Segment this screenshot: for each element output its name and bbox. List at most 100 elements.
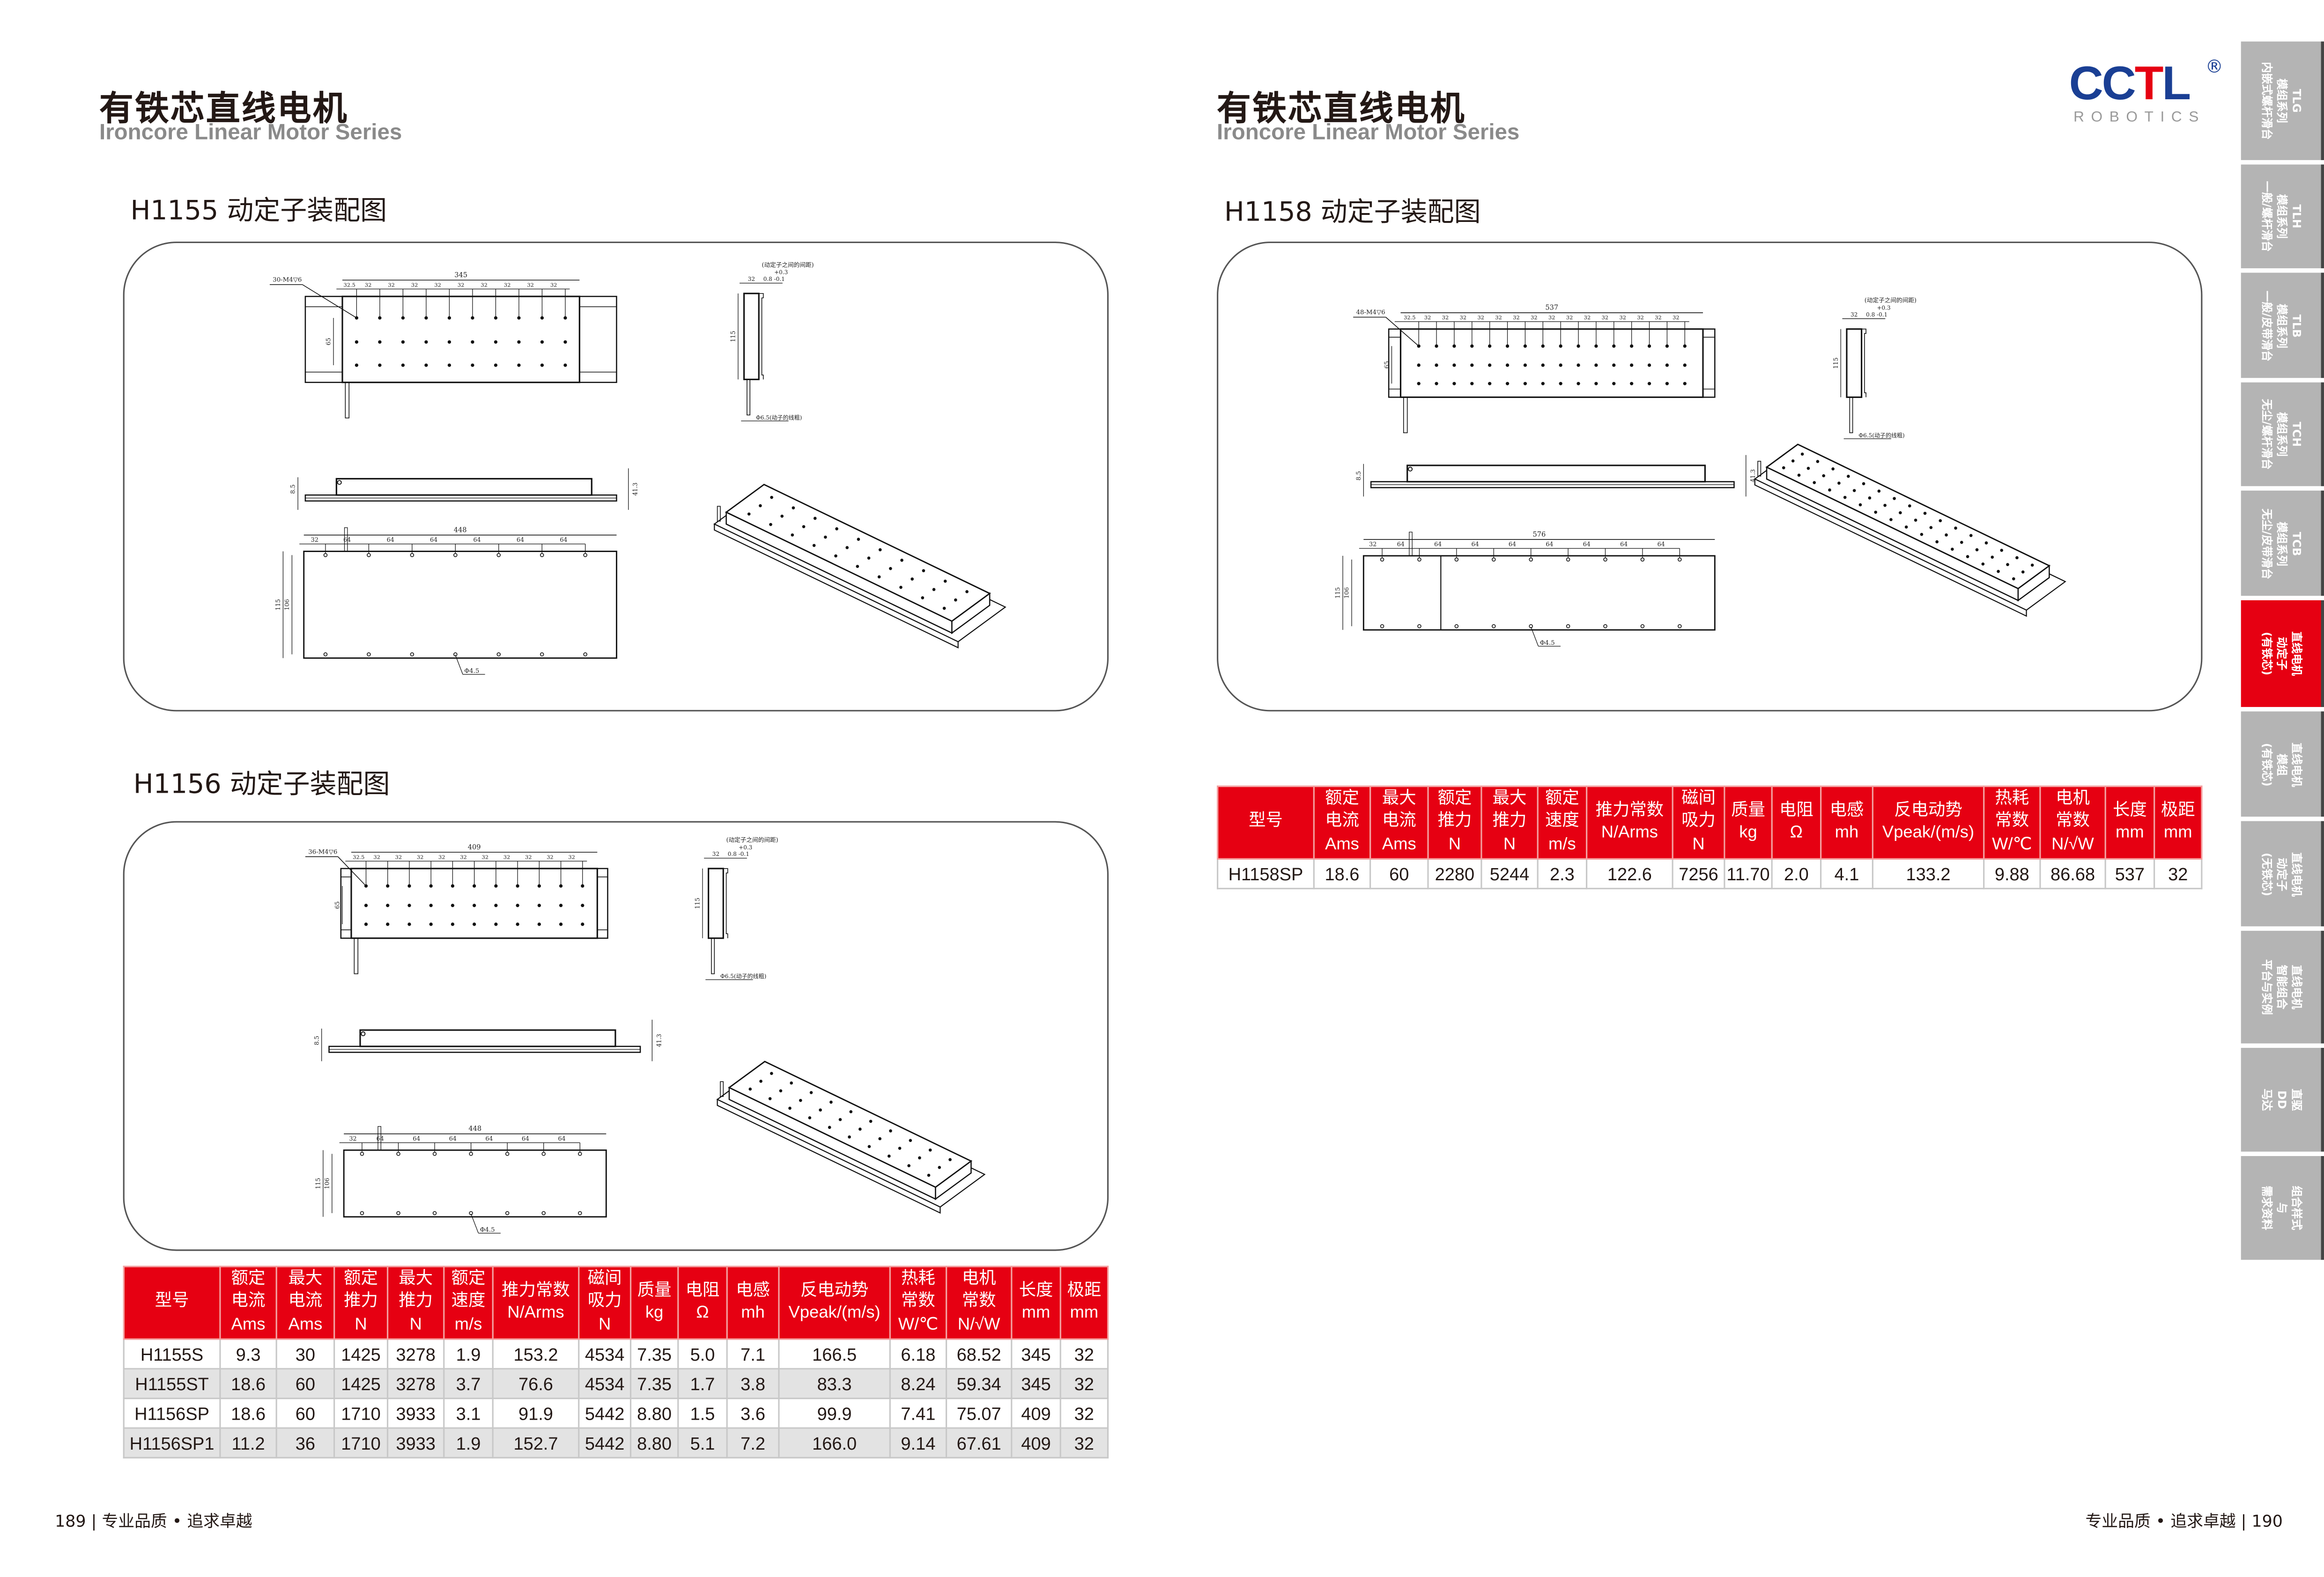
table-cell: 8.80 (629, 1397, 679, 1429)
column-header-line: mh (1835, 824, 1859, 842)
column-header-line: N/√W (2051, 835, 2094, 854)
table-cell: 18.6 (219, 1368, 277, 1400)
side-tab-label: 直线电机智能组合平台与实例 (2259, 959, 2303, 1015)
column-header-line: 吸力 (1681, 812, 1716, 831)
table-cell: 76.6 (492, 1368, 580, 1400)
column-header-line: N (409, 1316, 422, 1334)
footer-separator: | (2241, 1511, 2247, 1531)
column-header-line: kg (1739, 824, 1757, 842)
table-cell: 3278 (386, 1338, 445, 1370)
table-cell: 67.61 (945, 1427, 1013, 1459)
logo-tagline: ROBOTICS (2073, 110, 2206, 126)
drawing-panel-h1158 (1217, 241, 2203, 712)
logo-letter-l: L (2162, 56, 2191, 110)
column-header-line: 吸力 (587, 1293, 622, 1311)
column-header-line: 电流 (288, 1293, 323, 1311)
column-header-line: Ams (231, 1316, 266, 1334)
table-cell: 18.6 (219, 1397, 277, 1429)
column-header-line: 电机 (2056, 789, 2090, 808)
drawing-panel-h1156 (123, 821, 1109, 1251)
column-header-line: 速度 (1545, 812, 1579, 831)
column-header-line: m/s (1548, 835, 1576, 854)
column-header-line: mm (2163, 824, 2192, 842)
table-cell: 60 (1369, 858, 1429, 890)
table-cell: 1425 (333, 1368, 389, 1400)
table-cell: 7.35 (629, 1368, 679, 1400)
side-tab[interactable]: 组合样式与需求资料 (2241, 1156, 2324, 1260)
table-cell: 3.1 (443, 1397, 494, 1429)
table-cell: 1710 (333, 1397, 389, 1429)
table-cell: 1.7 (677, 1368, 728, 1400)
side-tab-label-line: 直驱 (2290, 1088, 2303, 1111)
side-tab-label: 直线电机动定子(无铁芯) (2259, 852, 2303, 896)
section-heading-h1156: H1156 动定子装配图 (133, 769, 390, 801)
table-cell: 60 (275, 1368, 335, 1400)
registered-mark: ® (2205, 56, 2223, 77)
column-header-line: 最大 (399, 1269, 433, 1288)
column-header-line: 电流 (1382, 812, 1416, 831)
side-tab-label-line: 组合样式 (2290, 1186, 2303, 1231)
column-header-line: mm (1070, 1304, 1099, 1322)
cctl-robotics-logo: CCTL ® ROBOTICS (2069, 56, 2232, 131)
column-header-line: mh (741, 1304, 765, 1322)
column-header-line: 常数 (1995, 812, 2029, 831)
side-tab[interactable]: 直线电机模组(有铁芯) (2241, 711, 2324, 817)
column-header: 电感 mh (1820, 785, 1873, 860)
side-tab-label-line: 需求资料 (2260, 1186, 2274, 1231)
table-cell: 537 (2104, 858, 2155, 890)
footer-slogan: 专业品质 • 追求卓越 (102, 1511, 252, 1531)
table-cell: 3278 (386, 1368, 445, 1400)
section-heading-h1155: H1155 动定子装配图 (130, 195, 387, 227)
column-header-line: N/Arms (507, 1304, 564, 1322)
side-tab-label-line: 直线电机 (2290, 631, 2303, 676)
table-cell: 409 (1011, 1397, 1061, 1429)
column-header-line: 型号 (155, 1293, 189, 1311)
table-cell: 5.0 (677, 1338, 728, 1370)
table-cell: 345 (1011, 1368, 1061, 1400)
column-header-line: 磁间 (1681, 789, 1716, 808)
column-header-line: 电感 (1829, 801, 1864, 819)
table-cell: 5244 (1480, 858, 1539, 890)
table-cell: 91.9 (492, 1397, 580, 1429)
column-header-line: N/Arms (1601, 824, 1658, 842)
side-tab[interactable]: 直线电机智能组合平台与实例 (2241, 930, 2324, 1044)
table-cell: 32 (1059, 1397, 1109, 1429)
table-cell: 1710 (333, 1427, 389, 1459)
column-header-line: 电阻 (685, 1281, 720, 1299)
column-header-line: 常数 (962, 1293, 996, 1311)
column-header-line: 额定 (1325, 789, 1359, 808)
side-tab-label-line: (有铁芯) (2260, 742, 2274, 786)
column-header-line: Ams (288, 1316, 323, 1334)
side-tab[interactable]: 直线电机动定子(有铁芯) (2241, 600, 2324, 707)
page-number: 190 (2251, 1511, 2283, 1531)
side-tab-label-line: (有铁芯) (2260, 632, 2274, 676)
side-tab-label-line: 平台与实例 (2260, 959, 2274, 1015)
table-cell: 4534 (578, 1338, 632, 1370)
side-tab-label-line: 动定子 (2275, 637, 2288, 671)
column-header-line: 型号 (1249, 812, 1283, 831)
table-cell: 7.41 (889, 1397, 947, 1429)
table-cell: 9.14 (889, 1427, 947, 1459)
drawing-panel-h1155 (123, 241, 1109, 712)
side-tab-label-line: 模组系列 (2275, 78, 2288, 123)
side-tab[interactable]: 直线电机动定子(无铁芯) (2241, 821, 2324, 927)
